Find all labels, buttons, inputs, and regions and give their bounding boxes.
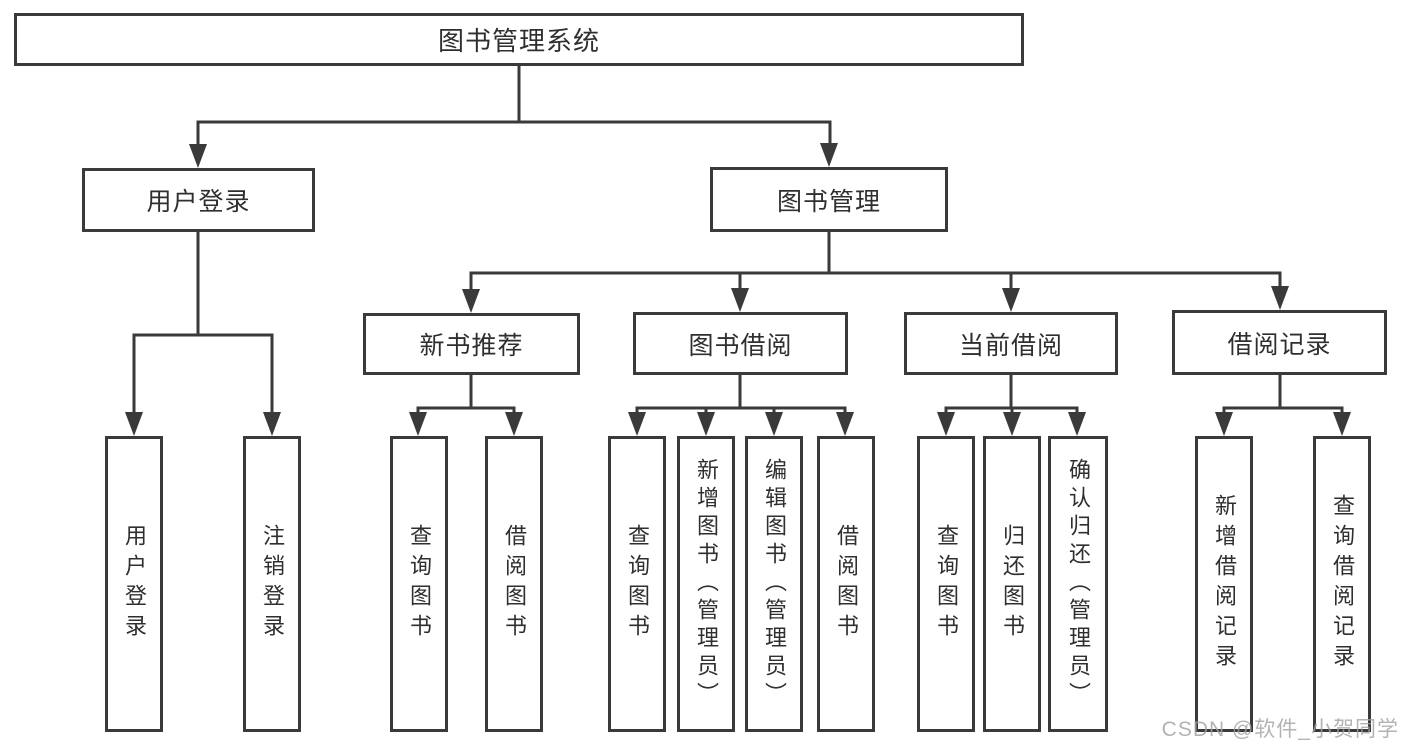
node-borrow-records-label: 借阅记录 [1227, 330, 1332, 359]
arrow-down-icon [462, 289, 480, 313]
node-user-login: 用户登录 [82, 168, 315, 232]
leaf-logout: 注销登录 [243, 436, 301, 732]
node-new-book-recommend-label: 新书推荐 [419, 332, 524, 360]
leaf-records-add-record: 新增借阅记录 [1195, 436, 1253, 732]
arrow-down-icon [1333, 412, 1351, 436]
connector-current-borrow [944, 375, 1079, 420]
node-root: 图书管理系统 [14, 13, 1024, 66]
arrow-down-icon [1215, 412, 1233, 436]
leaf-current-confirm-return-admin-label: 确认归还（管理员） [1066, 458, 1091, 710]
arrow-down-icon [937, 412, 955, 436]
arrow-down-icon [1003, 412, 1021, 436]
node-book-borrow: 图书借阅 [633, 312, 848, 375]
connector-book-borrow [635, 375, 847, 420]
arrow-down-icon [409, 412, 427, 436]
leaf-borrow-add-books-admin-label: 新增图书（管理员） [694, 458, 719, 710]
leaf-rec-query-books-label: 查询图书 [407, 524, 432, 644]
leaf-borrow-borrow-books-label: 借阅图书 [834, 524, 859, 644]
leaf-current-return-books-label: 归还图书 [1000, 524, 1025, 644]
arrow-down-icon [505, 412, 523, 436]
node-book-borrow-label: 图书借阅 [688, 331, 793, 360]
csdn-watermark: CSDN @软件_小贺同学 [1161, 718, 1399, 741]
arrow-down-icon [697, 412, 715, 436]
leaf-current-return-books: 归还图书 [983, 436, 1041, 732]
leaf-records-query-record: 查询借阅记录 [1313, 436, 1371, 732]
arrow-down-icon [820, 143, 838, 167]
leaf-current-query-books: 查询图书 [917, 436, 975, 732]
leaf-borrow-add-books-admin: 新增图书（管理员） [677, 436, 735, 732]
arrow-down-icon [125, 412, 143, 436]
leaf-borrow-edit-books-admin-label: 编辑图书（管理员） [762, 458, 787, 710]
connector-user-login [132, 232, 274, 420]
node-new-book-recommend: 新书推荐 [363, 313, 580, 375]
leaf-user-login: 用户登录 [105, 436, 163, 732]
connector-root [196, 66, 832, 150]
arrow-down-icon [1002, 288, 1020, 312]
arrow-down-icon [765, 412, 783, 436]
arrow-down-icon [836, 412, 854, 436]
leaf-current-confirm-return-admin: 确认归还（管理员） [1048, 436, 1108, 732]
leaf-current-query-books-label: 查询图书 [934, 524, 959, 644]
arrow-down-icon [628, 412, 646, 436]
leaf-rec-borrow-books-label: 借阅图书 [502, 524, 527, 644]
arrow-down-icon [189, 144, 207, 168]
leaf-borrow-edit-books-admin: 编辑图书（管理员） [745, 436, 803, 732]
node-borrow-records: 借阅记录 [1172, 310, 1387, 375]
leaf-user-login-label: 用户登录 [122, 524, 147, 644]
leaf-records-query-record-label: 查询借阅记录 [1330, 494, 1355, 674]
leaf-borrow-query-books-label: 查询图书 [625, 524, 650, 644]
connector-book-management [469, 232, 1282, 296]
arrow-down-icon [1271, 286, 1289, 310]
leaf-rec-borrow-books: 借阅图书 [485, 436, 543, 732]
leaf-borrow-borrow-books: 借阅图书 [817, 436, 875, 732]
leaf-records-add-record-label: 新增借阅记录 [1212, 494, 1237, 674]
arrow-down-icon [1068, 412, 1086, 436]
node-book-management: 图书管理 [710, 167, 948, 232]
connector-new-book-recommend [416, 375, 516, 420]
node-user-login-label: 用户登录 [146, 188, 251, 216]
leaf-rec-query-books: 查询图书 [390, 436, 448, 732]
node-current-borrow: 当前借阅 [904, 312, 1118, 375]
arrow-down-icon [731, 288, 749, 312]
leaf-logout-label: 注销登录 [260, 524, 285, 644]
arrow-down-icon [263, 412, 281, 436]
node-book-management-label: 图书管理 [776, 187, 881, 216]
connector-borrow-records [1222, 375, 1344, 420]
node-root-label: 图书管理系统 [437, 26, 600, 56]
leaf-borrow-query-books: 查询图书 [608, 436, 666, 732]
node-current-borrow-label: 当前借阅 [958, 331, 1063, 360]
